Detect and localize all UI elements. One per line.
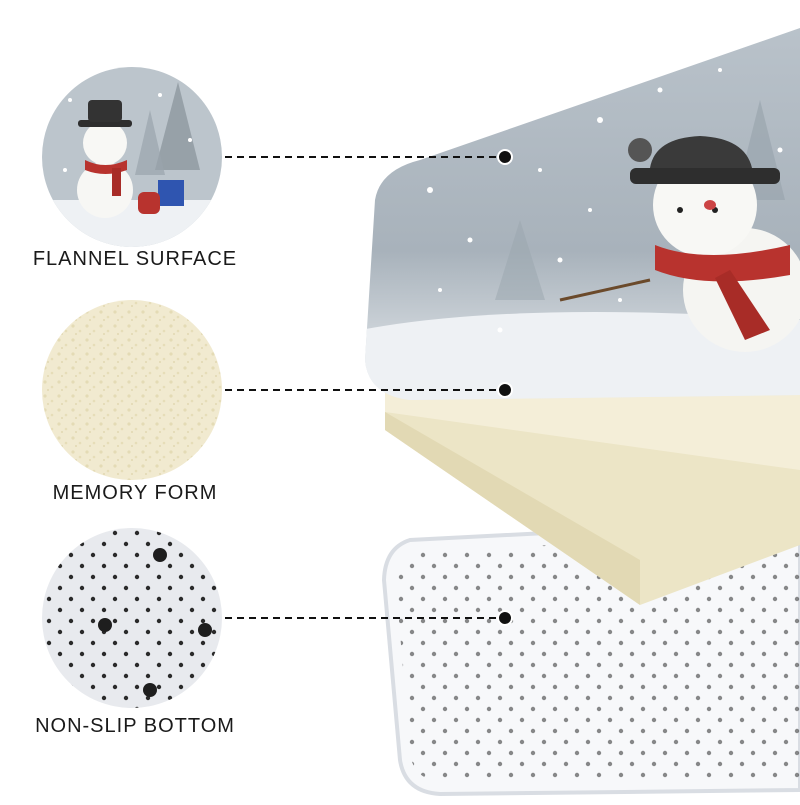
mat-top-layer xyxy=(365,28,800,400)
layer-label-bottom: NON-SLIP BOTTOM xyxy=(35,715,235,737)
leader-line-flannel xyxy=(225,149,513,165)
flannel-swatch xyxy=(42,67,222,247)
mat-bottom-layer xyxy=(381,517,800,797)
foam-swatch xyxy=(42,300,222,480)
layer-label-foam: MEMORY FORM xyxy=(52,482,218,504)
layer-label-flannel: FLANNEL SURFACE xyxy=(32,248,238,270)
leader-line-bottom xyxy=(225,610,513,626)
non-slip-swatch xyxy=(42,528,222,708)
leader-line-foam xyxy=(225,382,513,398)
